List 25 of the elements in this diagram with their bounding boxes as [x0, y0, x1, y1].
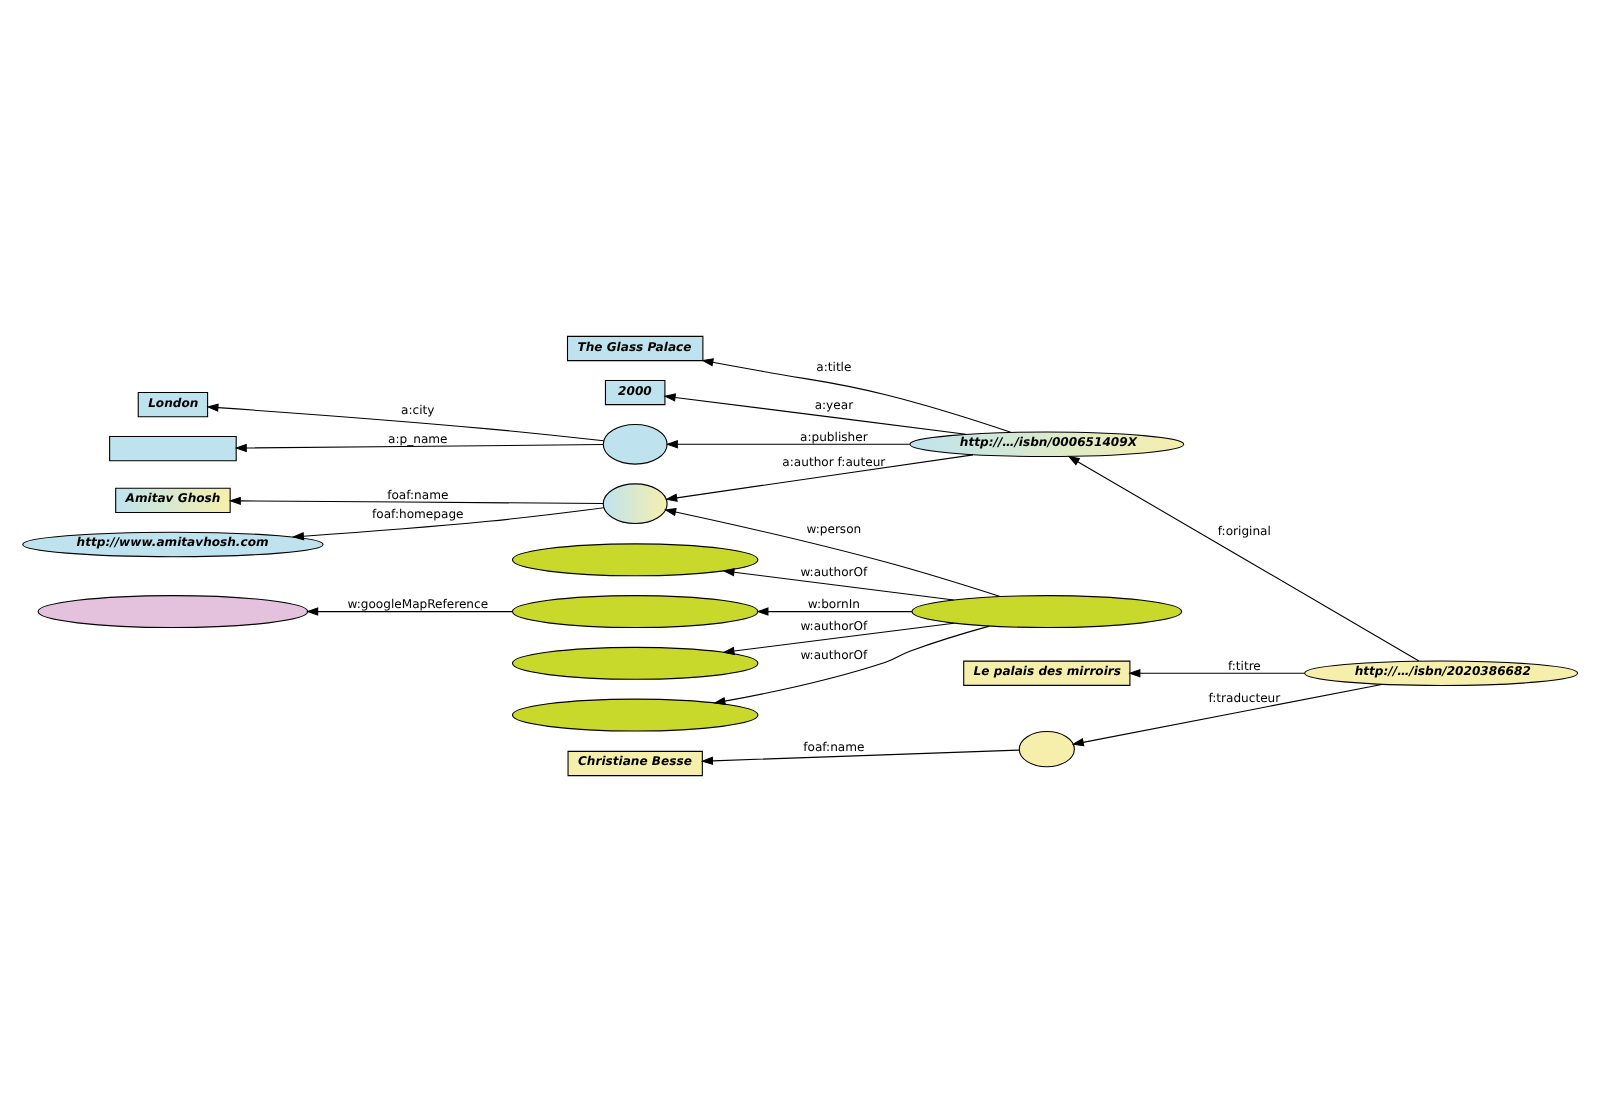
- node-ellipse: [1018, 730, 1075, 767]
- node-box: [109, 435, 237, 461]
- arrow: [713, 624, 990, 705]
- node-ellipse: [37, 594, 309, 628]
- arrow: [228, 495, 604, 505]
- node-ellipse: [602, 422, 668, 464]
- arrow: [206, 402, 605, 441]
- arrow: [663, 392, 967, 434]
- arrow: [1067, 454, 1420, 661]
- arrow: [665, 453, 974, 501]
- node-ellipse: [511, 594, 759, 628]
- arrow: [722, 621, 955, 655]
- arrow: [665, 439, 911, 448]
- arrow: [700, 748, 1020, 765]
- node-ellipse: [911, 594, 1183, 628]
- arrow: [1071, 682, 1383, 746]
- arrow: [306, 606, 513, 615]
- arrow: [1128, 668, 1306, 677]
- node-ellipse: [602, 482, 668, 524]
- arrow: [756, 606, 913, 615]
- arrow: [722, 567, 955, 600]
- arrow: [234, 442, 604, 452]
- arrow: [701, 357, 1012, 432]
- arrow: [291, 506, 605, 540]
- arrow: [664, 506, 1001, 597]
